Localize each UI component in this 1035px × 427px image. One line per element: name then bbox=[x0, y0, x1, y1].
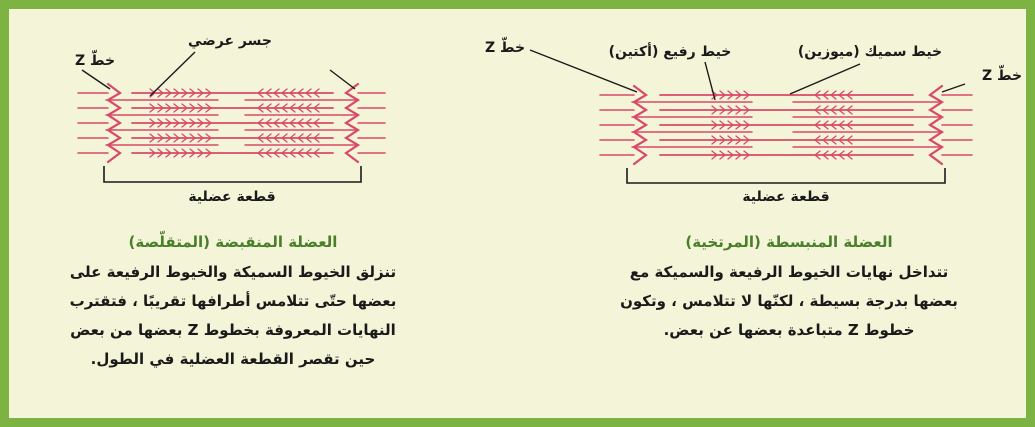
relaxed-thick-filament-label: خيط سميك (ميوزين) bbox=[798, 44, 942, 60]
relaxed-thick-filaments bbox=[659, 94, 914, 156]
relaxed-z-line-right-label: خطّ Z bbox=[982, 65, 1022, 84]
relaxed-sarcomere-label: قطعة عضلية bbox=[742, 189, 829, 205]
contracted-desc-line: تنزلق الخيوط السميكة والخيوط الرفيعة على bbox=[69, 263, 397, 281]
relaxed-thin-filaments bbox=[631, 101, 943, 148]
relaxed-cross-bridges bbox=[711, 90, 853, 160]
relaxed-z-line-left-label: خطّ Z bbox=[485, 37, 525, 56]
relaxed-thin-filament-label: خيط رفيع (أكتين) bbox=[609, 42, 732, 60]
contracted-cross-bridges bbox=[149, 88, 320, 158]
contracted-leader-lines bbox=[81, 51, 356, 97]
relaxed-sarcomere bbox=[599, 84, 973, 166]
contracted-z-line-left bbox=[105, 82, 123, 164]
relaxed-desc-line: بعضها بدرجة بسيطة ، لكنّها لا تتلامس ، و… bbox=[620, 292, 958, 310]
contracted-thick-filaments bbox=[131, 92, 334, 154]
contracted-title: العضلة المنقبضة (المتقلّصة) bbox=[128, 233, 338, 251]
relaxed-title: العضلة المنبسطة (المرتخية) bbox=[685, 233, 893, 251]
relaxed-sarcomere-bracket bbox=[626, 168, 946, 184]
relaxed-desc-line: خطوط Z متباعدة بعضها عن بعض. bbox=[663, 321, 915, 339]
contracted-sarcomere-label: قطعة عضلية bbox=[188, 189, 275, 205]
contracted-sarcomere bbox=[77, 82, 386, 164]
relaxed-z-line-left bbox=[631, 84, 649, 166]
contracted-thin-filaments bbox=[105, 99, 359, 146]
contracted-desc-line: حين تقصر القطعة العضلية في الطول. bbox=[90, 350, 376, 368]
relaxed-z-line-right bbox=[927, 84, 945, 166]
contracted-desc-line: بعضها حتّى تتلامس أطرافها تقريبًا ، فتقت… bbox=[69, 292, 397, 310]
relaxed-caption: العضلة المنبسطة (المرتخية) تتداخل نهايات… bbox=[596, 228, 982, 345]
relaxed-leader-lines bbox=[529, 49, 966, 101]
contracted-z-line-right bbox=[343, 82, 361, 164]
relaxed-desc-line: تتداخل نهايات الخيوط الرفيعة والسميكة مع bbox=[629, 263, 949, 281]
contracted-caption: العضلة المنقبضة (المتقلّصة) تنزلق الخيوط… bbox=[40, 228, 426, 374]
contracted-z-line-label: خطّ Z bbox=[75, 50, 115, 69]
contracted-desc-line: النهايات المعروفة بخطوط Z بعضها من بعض bbox=[70, 321, 396, 339]
contracted-sarcomere-bracket bbox=[103, 166, 362, 183]
contracted-cross-bridge-label: جسر عرضي bbox=[188, 33, 272, 49]
